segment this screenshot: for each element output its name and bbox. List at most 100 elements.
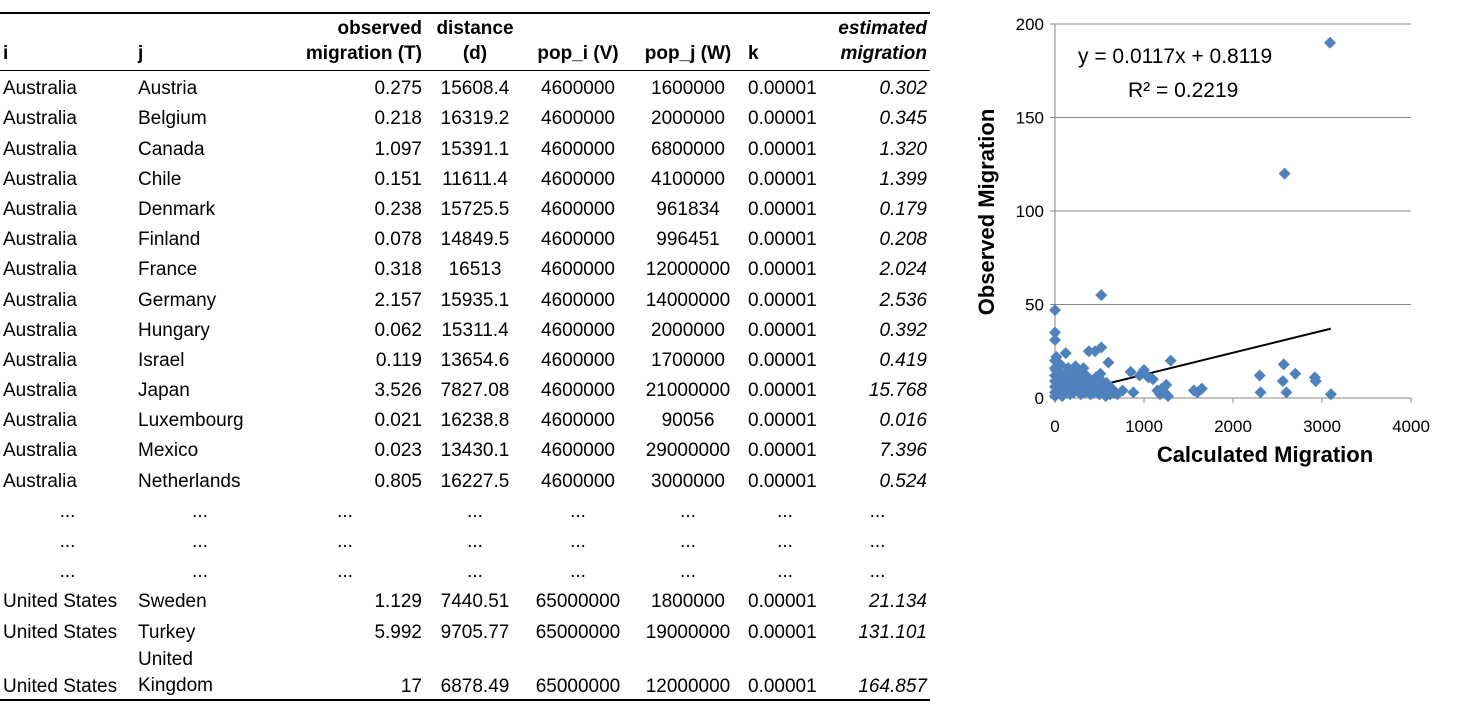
table-cell: ... [337,500,353,522]
table-cell: 0.062 [374,319,422,341]
table-cell: 0.318 [374,259,422,281]
column-header: i [0,12,135,71]
chart-gridlines [1055,23,1411,305]
table-cell: 4600000 [541,410,615,432]
table-cell: ... [337,531,353,552]
column-header: distance (d) [425,12,525,71]
chart-points [1049,36,1337,403]
data-point [1277,358,1290,371]
data-point [1053,365,1066,378]
table-cell: United States [0,644,135,701]
table-cell: 16238.8 [440,410,510,432]
column-header: pop_i (V) [525,12,631,71]
data-point [1102,356,1115,369]
table-cell: ... [869,500,886,522]
data-point [1080,369,1093,382]
table-cell: Australia [3,168,77,190]
table-cell: 1.129 [374,591,422,613]
table-cell: Australia [3,470,77,492]
table-cell: Finland [138,229,201,251]
data-point [1253,369,1266,382]
table-cell: Belgium [138,108,207,130]
data-point [1050,350,1063,363]
table-cell: United Kingdom [135,644,265,701]
table-cell: 0.302 [879,78,927,100]
table-cell: ... [467,561,483,583]
table-cell: Netherlands [138,470,241,492]
table-cell: ... [467,531,483,552]
table-cell: ... [680,531,696,552]
table-cell: Chile [138,168,182,190]
table-cell: 0.00001 [745,644,825,701]
table-cell: Australia [3,289,77,311]
data-point [1058,369,1071,382]
table-cell: 16513 [448,259,502,281]
table-cell: 0.023 [374,440,422,462]
table-cell: 12000000 [645,259,731,281]
table-cell: 2.157 [374,289,422,311]
x-tick-label: 1000 [1125,417,1163,436]
data-point [1089,345,1102,358]
data-point [1276,375,1289,388]
x-tick-label: 0 [1050,417,1059,436]
table-cell: 0.00001 [748,470,817,492]
column-header: pop_j (W) [631,12,745,71]
table-cell: 0.00001 [748,319,817,341]
table-cell: ... [59,531,76,552]
table-cell: ... [192,500,208,522]
table-cell: 4600000 [541,259,615,281]
table-cell: 19000000 [645,621,731,643]
table-cell: 0.419 [879,349,927,371]
table-cell: 12000000 [631,644,745,701]
table-cell: 0.00001 [748,108,817,130]
table-cell: 1700000 [651,349,725,371]
data-point [1324,388,1337,401]
table-cell: 4600000 [541,138,615,160]
table-cell: ... [777,561,793,583]
table-cell: Canada [138,138,205,160]
data-point [1191,386,1204,399]
table-row: ........................ [0,524,930,554]
table-cell: 0.00001 [748,440,817,462]
table-cell: 4600000 [541,440,615,462]
y-tick-label: 100 [1016,202,1044,221]
table-cell: 15725.5 [440,198,510,220]
data-point [1057,386,1070,399]
data-point [1074,388,1087,401]
table-cell: 9705.77 [440,621,510,643]
table-cell: 13430.1 [440,440,510,462]
table-cell: Germany [138,289,217,311]
table-cell: 0.016 [879,410,927,432]
table-cell: 0.00001 [748,410,817,432]
data-point [1111,388,1124,401]
table-cell: 7440.51 [440,591,510,613]
x-tick-label: 2000 [1214,417,1252,436]
table-cell: 17 [265,644,425,701]
table-cell: Australia [3,349,77,371]
table-cell: France [138,259,198,281]
data-point [1049,334,1061,347]
table-cell: 0.021 [374,410,422,432]
table-cell: Australia [3,319,77,341]
y-tick-label: 200 [1016,15,1044,34]
table-cell: Sweden [138,591,207,613]
table-row: ........................ [0,494,930,524]
table-cell: United States [3,621,118,643]
table-cell: 0.00001 [748,78,817,100]
table-cell: 0.151 [374,168,422,190]
y-axis-title: Observed Migration [974,109,999,316]
table-cell: ... [59,561,76,583]
table-cell: ... [192,561,208,583]
table-cell: ... [570,531,586,552]
table-cell: 0.805 [374,470,422,492]
